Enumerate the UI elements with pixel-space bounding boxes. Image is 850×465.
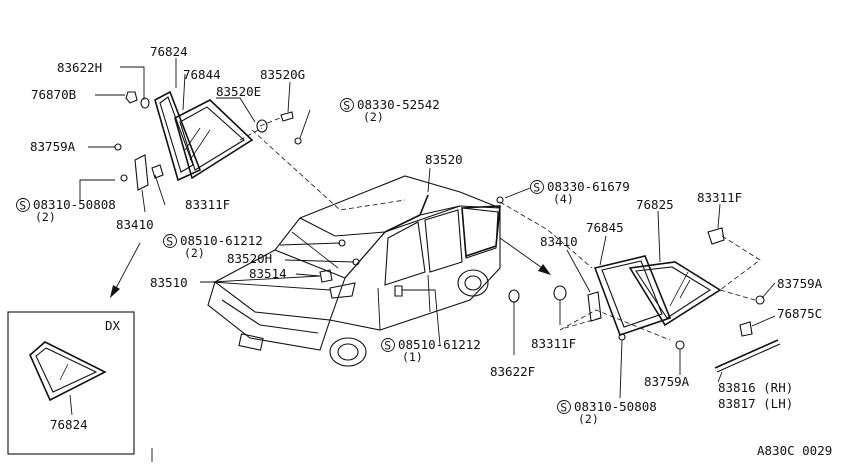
- label-08310-50808-right-qty: (2): [578, 412, 599, 426]
- front-parts: [319, 239, 403, 299]
- label-08330-52542: 08330-52542: [357, 97, 440, 112]
- label-83311F-right-top: 83311F: [697, 190, 742, 205]
- label-08330-52542-qty: (2): [363, 110, 384, 124]
- label-76845: 76845: [586, 220, 624, 235]
- label-83816: 83816 (RH): [718, 380, 793, 395]
- quarter-glass-assembly-right: [496, 196, 781, 373]
- drawing-code: A830C 0029: [757, 443, 832, 458]
- label-08310-50808-right: 08310-50808: [574, 399, 657, 414]
- label-76875C: 76875C: [777, 306, 822, 321]
- label-83510: 83510: [150, 275, 188, 290]
- s-symbol-08310-50808-right: S: [560, 401, 567, 415]
- s-symbol-08510-61212-bottom: S: [384, 339, 391, 353]
- inset-part-label: 76824: [50, 417, 88, 432]
- label-08310-50808-left-qty: (2): [35, 210, 56, 224]
- label-83759A-bottom: 83759A: [644, 374, 690, 389]
- label-08330-61679-qty: (4): [553, 192, 574, 206]
- s-symbol-08310-50808-left: S: [19, 199, 26, 213]
- label-83311F-left: 83311F: [185, 197, 230, 212]
- s-symbol-08330-52542: S: [343, 99, 350, 113]
- label-83410-left: 83410: [116, 217, 154, 232]
- label-83759A-left: 83759A: [30, 139, 76, 154]
- quarter-glass-assembly-left: [114, 90, 302, 191]
- label-83520H: 83520H: [227, 251, 272, 266]
- leader-lines: [79, 58, 776, 399]
- label-83622F: 83622F: [490, 364, 535, 379]
- inset-tag: DX: [105, 318, 121, 333]
- label-83817: 83817 (LH): [718, 396, 793, 411]
- label-76870B: 76870B: [31, 87, 76, 102]
- label-83311F-right-bottom: 83311F: [531, 336, 576, 351]
- label-83520G: 83520G: [260, 67, 305, 82]
- label-08510-61212-top-qty: (2): [184, 246, 205, 260]
- label-08510-61212-bottom: 08510-61212: [398, 337, 481, 352]
- label-83520E: 83520E: [216, 84, 261, 99]
- screw-symbols: [16, 98, 571, 414]
- label-08310-50808-left: 08310-50808: [33, 197, 116, 212]
- s-symbol-08510-61212-top: S: [166, 235, 173, 249]
- label-83410-right: 83410: [540, 234, 578, 249]
- label-83622H: 83622H: [57, 60, 102, 75]
- label-76844: 76844: [183, 67, 221, 82]
- label-76825: 76825: [636, 197, 674, 212]
- label-76824: 76824: [150, 44, 188, 59]
- label-08330-61679: 08330-61679: [547, 179, 630, 194]
- inset-dx: [7, 311, 135, 455]
- car-body: [207, 175, 501, 367]
- label-83520: 83520: [425, 152, 463, 167]
- label-08510-61212-bottom-qty: (1): [402, 350, 423, 364]
- label-83514: 83514: [249, 266, 287, 281]
- label-08510-61212-top: 08510-61212: [180, 233, 263, 248]
- label-83759A-right: 83759A: [777, 276, 823, 291]
- s-symbol-08330-61679: S: [533, 181, 540, 195]
